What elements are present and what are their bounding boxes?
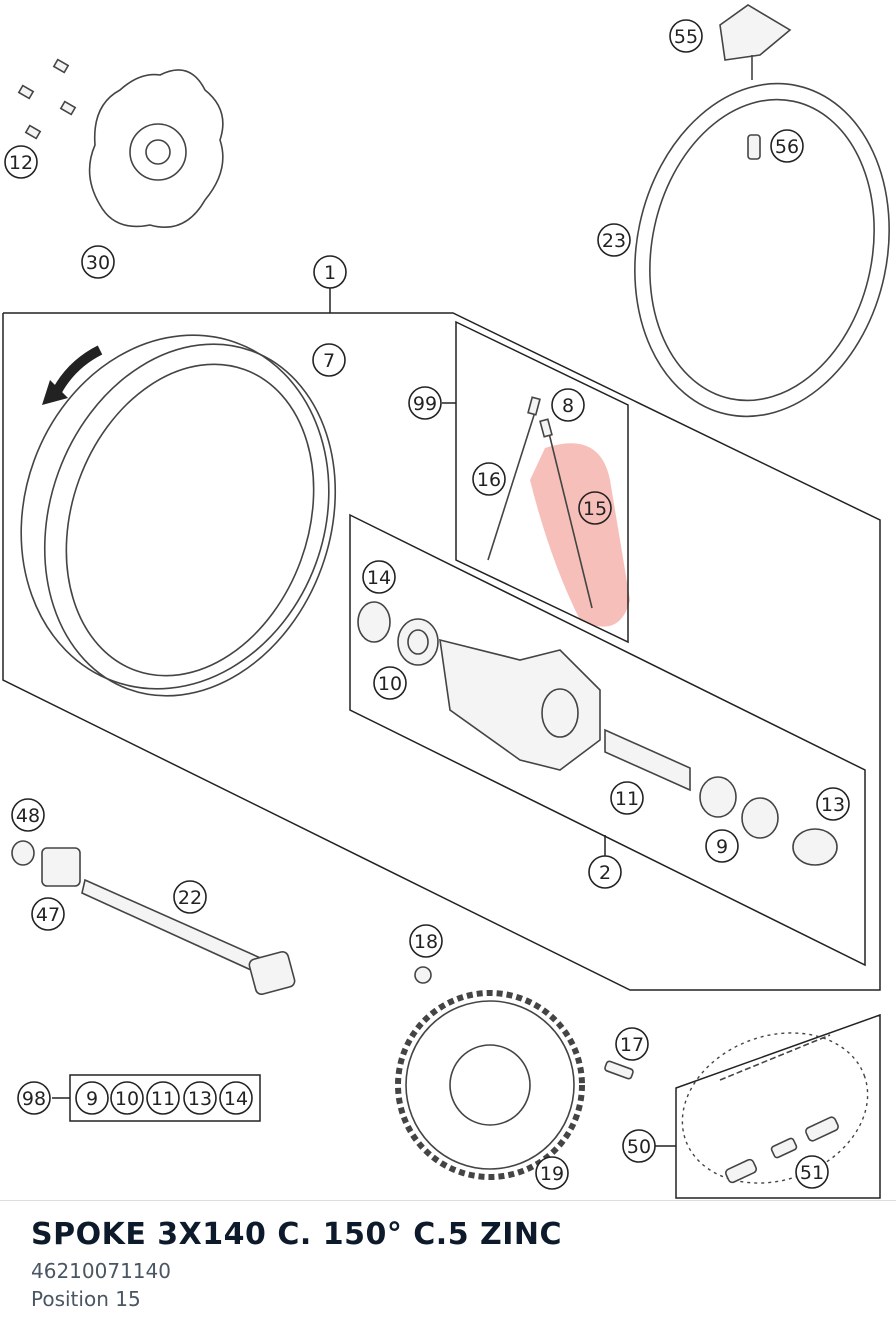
callout-16[interactable]: 16 — [472, 462, 506, 496]
chain-drawing — [681, 1032, 869, 1184]
callout-15[interactable]: 15 — [578, 491, 612, 525]
hub-assembly-outline — [349, 513, 866, 967]
callout-99[interactable]: 99 — [408, 386, 442, 420]
rim-drawing — [20, 334, 337, 697]
svg-text:18: 18 — [414, 931, 438, 953]
svg-text:15: 15 — [583, 498, 607, 520]
svg-text:9: 9 — [86, 1088, 98, 1110]
brake-disc-drawing — [88, 69, 224, 229]
svg-text:10: 10 — [378, 673, 402, 695]
svg-text:10: 10 — [115, 1088, 139, 1110]
svg-text:2: 2 — [599, 862, 611, 884]
callouts: 55 56 12 30 23 1 7 99 8 16 15 14 10 11 9… — [4, 19, 850, 1190]
svg-text:12: 12 — [9, 152, 33, 174]
svg-text:1: 1 — [324, 262, 336, 284]
kit98-item-14[interactable]: 14 — [219, 1081, 253, 1115]
svg-text:22: 22 — [178, 887, 202, 909]
svg-text:11: 11 — [615, 788, 639, 810]
callout-13[interactable]: 13 — [816, 787, 850, 821]
callout-18[interactable]: 18 — [409, 924, 443, 958]
callout-22[interactable]: 22 — [173, 880, 207, 914]
svg-text:48: 48 — [16, 805, 40, 827]
axle-drawing — [11, 840, 296, 996]
svg-text:9: 9 — [716, 836, 728, 858]
callout-19[interactable]: 19 — [535, 1156, 569, 1190]
nut-drawing — [747, 134, 761, 160]
svg-text:50: 50 — [627, 1136, 651, 1158]
svg-text:51: 51 — [800, 1162, 824, 1184]
callout-7[interactable]: 7 — [312, 343, 346, 377]
sprocket-nut-drawing — [414, 966, 432, 984]
svg-text:55: 55 — [674, 26, 698, 48]
wheel-assembly-outline — [2, 288, 881, 991]
callout-48[interactable]: 48 — [11, 798, 45, 832]
part-position: Position 15 — [31, 1287, 141, 1311]
svg-text:14: 14 — [367, 567, 391, 589]
svg-text:47: 47 — [36, 904, 60, 926]
kit98-item-13[interactable]: 13 — [183, 1081, 217, 1115]
highlight-part-15 — [530, 443, 630, 627]
callout-14[interactable]: 14 — [362, 560, 396, 594]
svg-text:13: 13 — [821, 794, 845, 816]
callout-8[interactable]: 8 — [551, 388, 585, 422]
kit98-item-11[interactable]: 11 — [146, 1081, 180, 1115]
callout-12[interactable]: 12 — [4, 145, 38, 179]
callout-47[interactable]: 47 — [31, 897, 65, 931]
spoke-15-drawing — [546, 424, 593, 609]
sprocket-drawing — [395, 990, 585, 1180]
callout-55[interactable]: 55 — [669, 19, 703, 53]
callout-30[interactable]: 30 — [81, 245, 115, 279]
rim-lock-drawing — [719, 4, 792, 61]
part-title: SPOKE 3X140 C. 150° C.5 ZINC — [31, 1217, 563, 1252]
kit98-item-9[interactable]: 9 — [75, 1081, 109, 1115]
sprocket-bolt-drawing — [604, 1060, 634, 1080]
part-info-panel: SPOKE 3X140 C. 150° C.5 ZINC 46210071140… — [0, 1200, 896, 1336]
svg-text:98: 98 — [22, 1088, 46, 1110]
svg-text:13: 13 — [188, 1088, 212, 1110]
svg-text:11: 11 — [151, 1088, 175, 1110]
callout-9[interactable]: 9 — [705, 829, 739, 863]
callout-10[interactable]: 10 — [373, 666, 407, 700]
callout-50[interactable]: 50 — [622, 1129, 656, 1163]
hub-drawing — [357, 601, 838, 866]
svg-text:30: 30 — [86, 252, 110, 274]
svg-text:99: 99 — [413, 393, 437, 415]
svg-text:7: 7 — [323, 350, 335, 372]
inner-tube-drawing — [634, 82, 890, 418]
bolts-drawing — [17, 58, 77, 140]
callout-23[interactable]: 23 — [597, 223, 631, 257]
callout-51[interactable]: 51 — [795, 1155, 829, 1189]
svg-text:8: 8 — [562, 395, 574, 417]
spoke-16-drawing — [487, 411, 536, 561]
kit98-item-10[interactable]: 10 — [110, 1081, 144, 1115]
svg-text:16: 16 — [477, 469, 501, 491]
part-number: 46210071140 — [31, 1259, 171, 1283]
svg-text:23: 23 — [602, 230, 626, 252]
svg-text:14: 14 — [224, 1088, 248, 1110]
callout-17[interactable]: 17 — [615, 1027, 649, 1061]
spoke-kit-outline — [455, 320, 629, 644]
callout-11[interactable]: 11 — [610, 781, 644, 815]
exploded-parts-diagram: 55 56 12 30 23 1 7 99 8 16 15 14 10 11 9… — [2, 4, 890, 1199]
callout-1[interactable]: 1 — [313, 255, 347, 289]
callout-2[interactable]: 2 — [588, 855, 622, 889]
svg-text:56: 56 — [775, 136, 799, 158]
callout-98[interactable]: 98 — [17, 1081, 51, 1115]
chain-kit-outline — [675, 1013, 881, 1199]
callout-56[interactable]: 56 — [770, 129, 804, 163]
svg-text:19: 19 — [540, 1163, 564, 1185]
svg-text:17: 17 — [620, 1034, 644, 1056]
